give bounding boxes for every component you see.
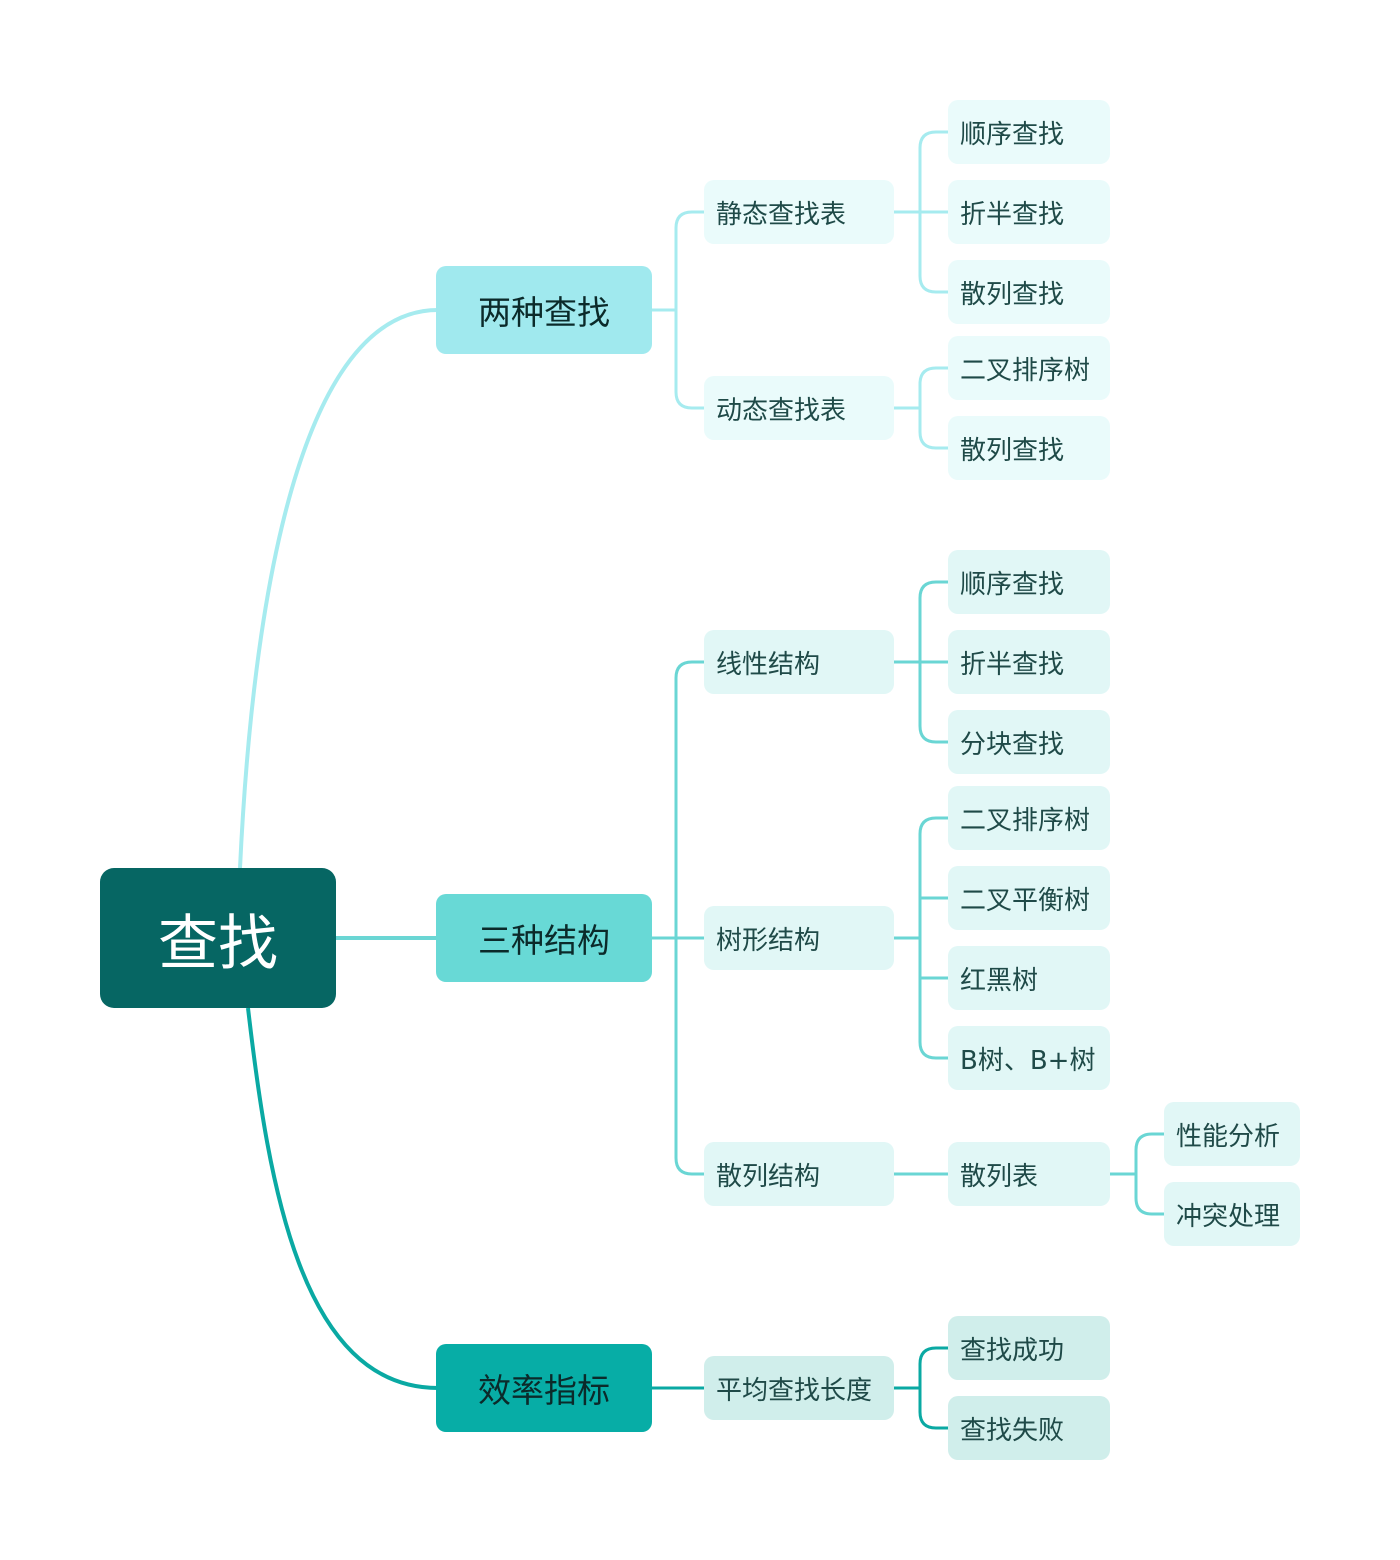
leaf-bst[interactable]: 二叉排序树 [948, 786, 1110, 850]
subtopic-hash-structure[interactable]: 散列结构 [704, 1142, 894, 1206]
leaf-label: 查找失败 [960, 1415, 1065, 1446]
leaf-balanced-tree[interactable]: 二叉平衡树 [948, 866, 1110, 930]
subtopic-linear-structure[interactable]: 线性结构 [704, 630, 894, 694]
leaf-label: 顺序查找 [960, 119, 1065, 150]
topic-three-structures[interactable]: 三种结构 [436, 894, 652, 982]
leaf-label: 折半查找 [960, 199, 1065, 230]
leaf-label: 分块查找 [960, 729, 1065, 760]
leaf-bst[interactable]: 二叉排序树 [948, 336, 1110, 400]
subtopic-label: 树形结构 [716, 925, 821, 956]
leaf-search-success[interactable]: 查找成功 [948, 1316, 1110, 1380]
leaf-performance-analysis[interactable]: 性能分析 [1164, 1102, 1300, 1166]
leaf-label: 二叉排序树 [960, 355, 1091, 386]
subtopic-tree-structure[interactable]: 树形结构 [704, 906, 894, 970]
leaf-sequential-search[interactable]: 顺序查找 [948, 100, 1110, 164]
leaf-label: 折半查找 [960, 649, 1065, 680]
links-b2 [650, 1346, 948, 1430]
subtopic-label: 动态查找表 [716, 395, 847, 426]
subtopic-static-table[interactable]: 静态查找表 [704, 180, 894, 244]
leaf-label: B树、B+树 [960, 1045, 1096, 1076]
leaf-label: 散列查找 [960, 435, 1065, 466]
leaf-search-failure[interactable]: 查找失败 [948, 1396, 1110, 1460]
subtopic-dynamic-table[interactable]: 动态查找表 [704, 376, 894, 440]
leaf-label: 查找成功 [960, 1335, 1065, 1366]
links-b0 [650, 130, 948, 450]
leaf-hash-search[interactable]: 散列查找 [948, 416, 1110, 480]
subtopic-label: 散列结构 [716, 1161, 821, 1192]
topic-two-searches[interactable]: 两种查找 [436, 266, 652, 354]
subtopic-average-search-length[interactable]: 平均查找长度 [704, 1356, 894, 1420]
leaf-sequential-search[interactable]: 顺序查找 [948, 550, 1110, 614]
leaf-label: 散列查找 [960, 279, 1065, 310]
subtopic-label: 线性结构 [716, 649, 821, 680]
leaf-label: 散列表 [960, 1161, 1039, 1192]
subtopic-label: 平均查找长度 [716, 1375, 873, 1406]
leaf-label: 二叉平衡树 [960, 885, 1091, 916]
leaf-hash-search[interactable]: 散列查找 [948, 260, 1110, 324]
topic-label: 两种查找 [478, 293, 610, 332]
leaf-hash-table[interactable]: 散列表 [948, 1142, 1110, 1206]
leaf-b-tree[interactable]: B树、B+树 [948, 1026, 1110, 1090]
link-root-b2 [246, 1007, 439, 1390]
leaf-label: 顺序查找 [960, 569, 1065, 600]
leaf-collision-handling[interactable]: 冲突处理 [1164, 1182, 1300, 1246]
links-b1 [650, 580, 1164, 1216]
leaf-red-black-tree[interactable]: 红黑树 [948, 946, 1110, 1010]
leaf-binary-search[interactable]: 折半查找 [948, 630, 1110, 694]
leaf-label: 二叉排序树 [960, 805, 1091, 836]
root-label: 查找 [158, 908, 278, 979]
topic-efficiency-metrics[interactable]: 效率指标 [436, 1344, 652, 1432]
leaf-binary-search[interactable]: 折半查找 [948, 180, 1110, 244]
leaf-label: 性能分析 [1176, 1121, 1281, 1152]
leaf-block-search[interactable]: 分块查找 [948, 710, 1110, 774]
leaf-label: 红黑树 [960, 965, 1039, 996]
link-root-b0 [238, 308, 439, 869]
leaf-label: 冲突处理 [1176, 1201, 1281, 1232]
topic-label: 三种结构 [478, 921, 610, 960]
root-node[interactable]: 查找 [100, 868, 336, 1008]
subtopic-label: 静态查找表 [716, 199, 847, 230]
topic-label: 效率指标 [478, 1371, 610, 1410]
